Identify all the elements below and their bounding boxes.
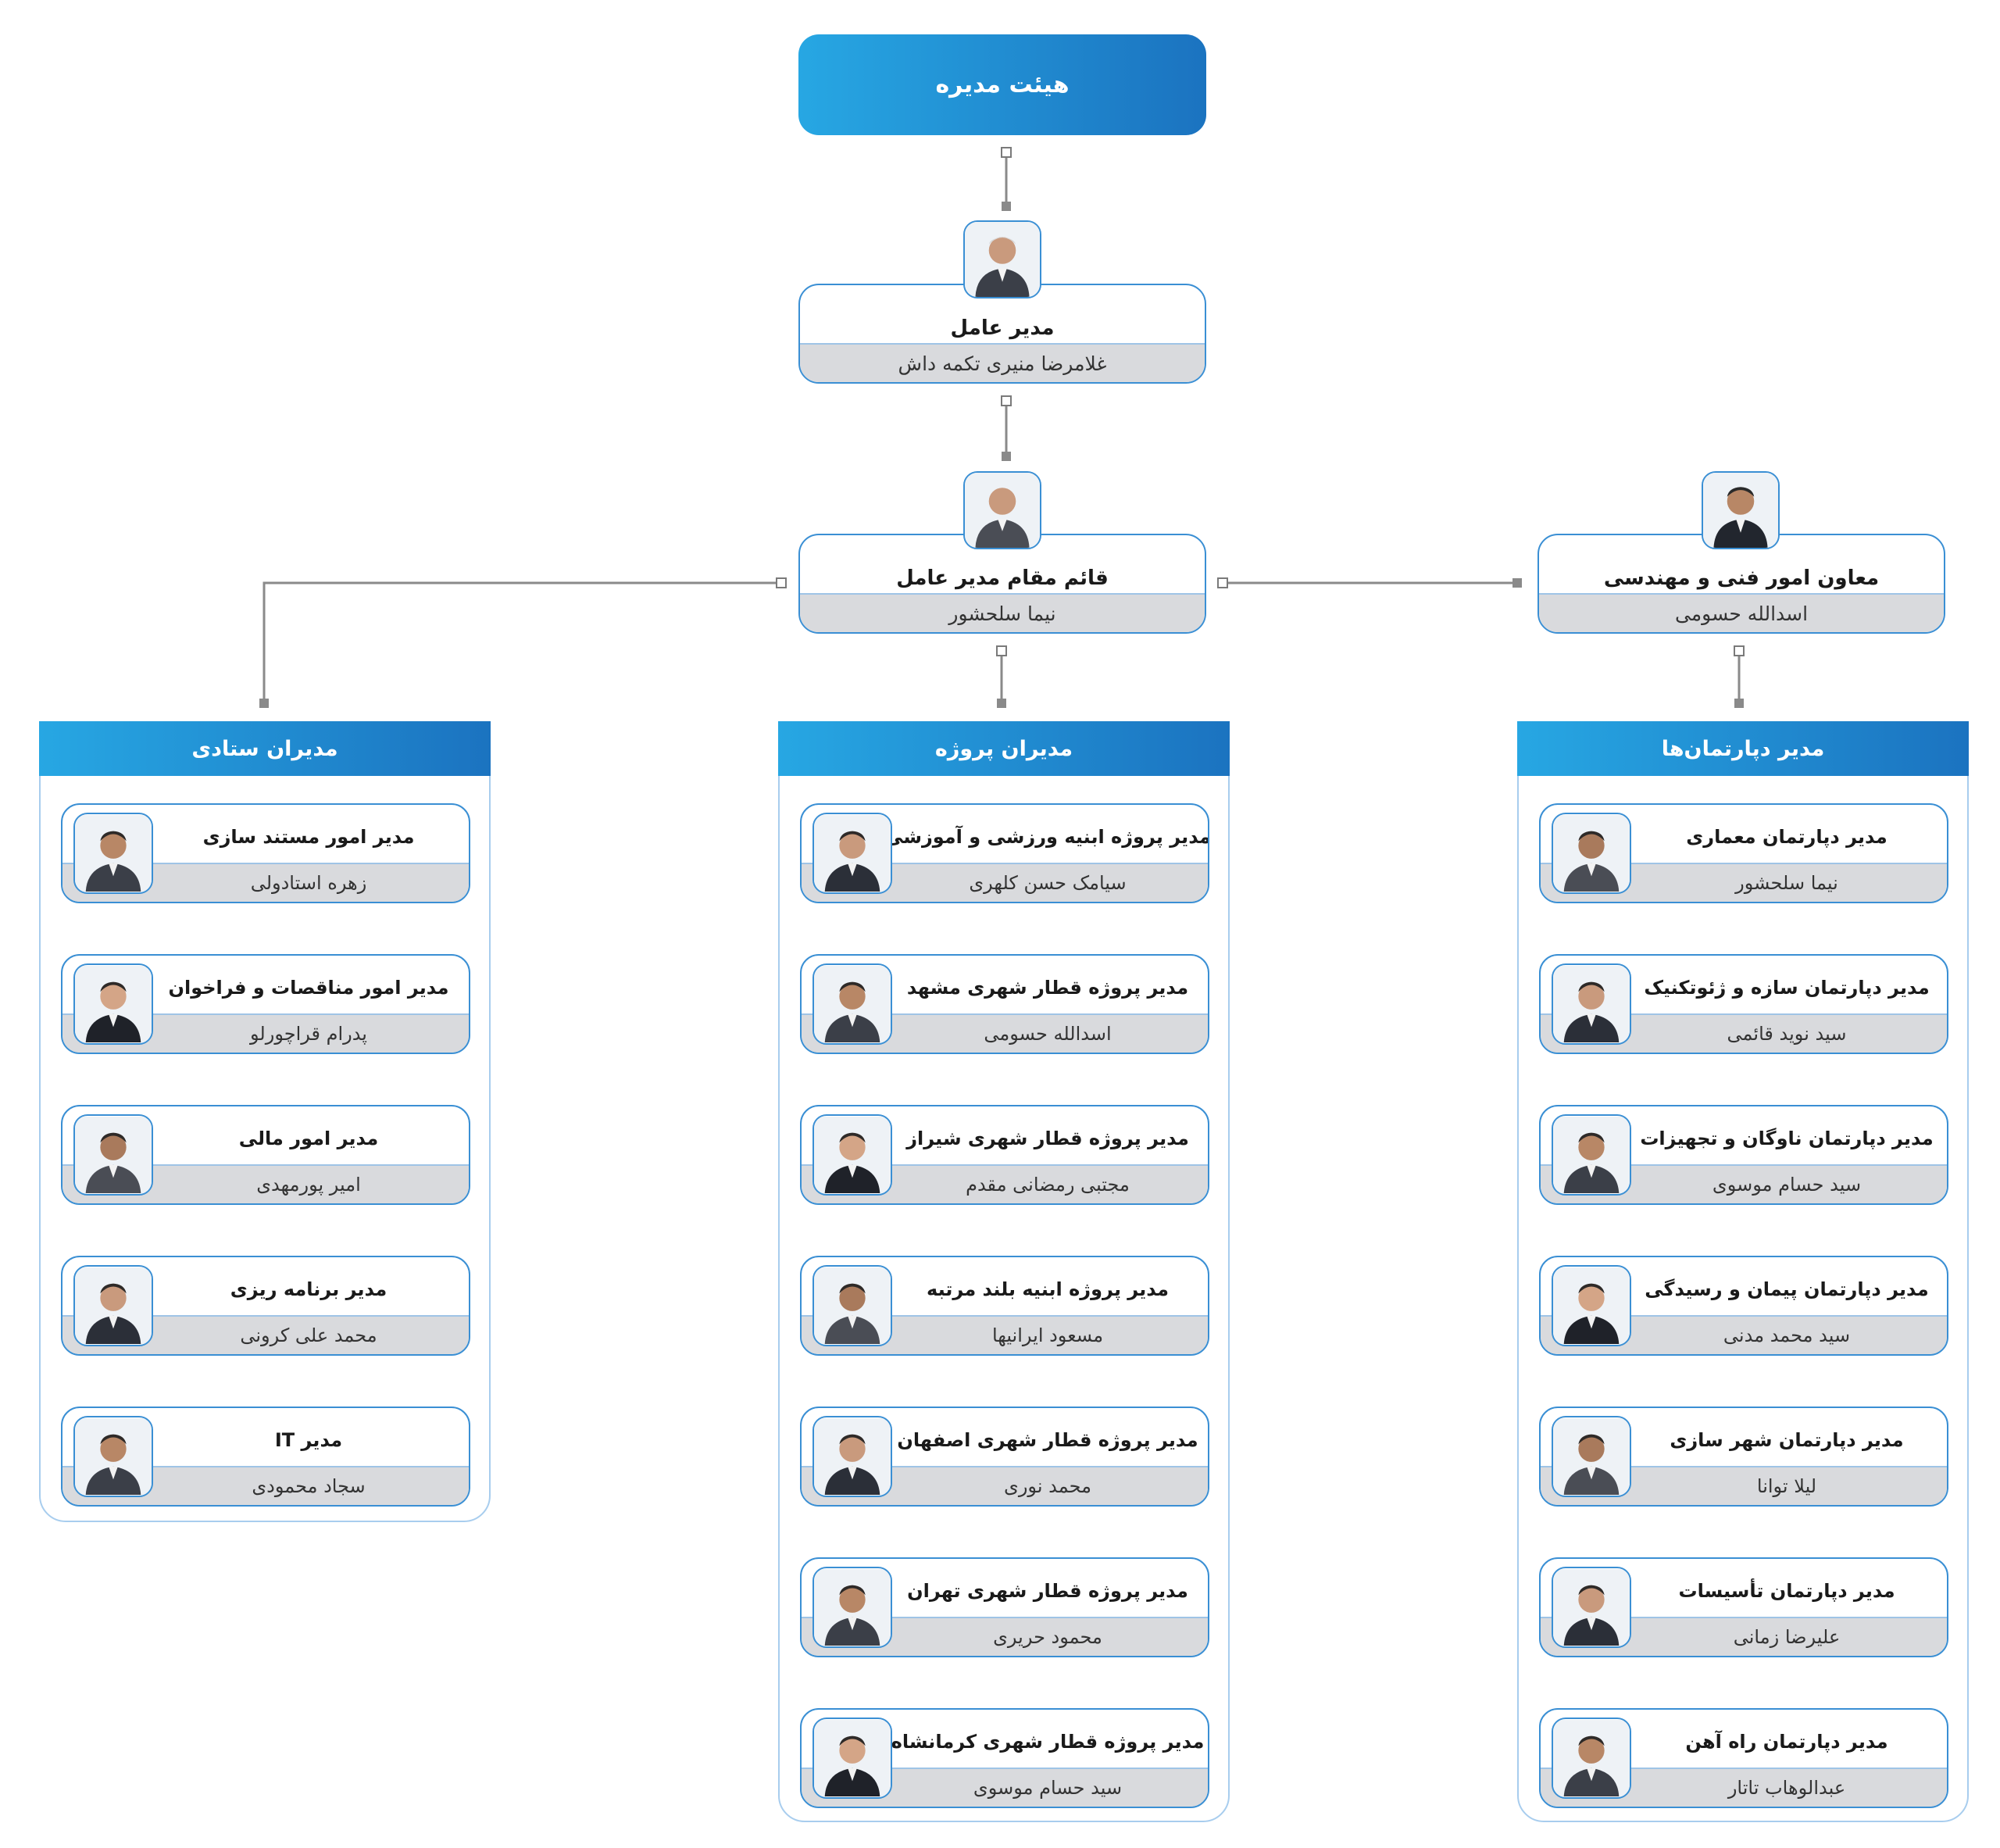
member-title: مدیر دپارتمان سازه و ژئوتکنیک [1644,977,1930,999]
person-photo-icon [73,813,153,894]
member-title: مدیر پروژه ابنیه بلند مرتبه [927,1278,1169,1300]
technical-name: اسدالله حسومی [1539,593,1944,632]
member-title: مدیر دپارتمان تأسیسات [1678,1580,1895,1602]
person-photo-icon [73,1114,153,1196]
deputy-name: نیما سلحشور [800,593,1205,632]
member-title: مدیر دپارتمان شهر سازی [1670,1429,1904,1451]
board-of-directors-box: هیئت مدیره [798,34,1206,135]
member-title: مدیر برنامه ریزی [230,1278,388,1300]
deputy-title: قائم مقام مدیر عامل [896,567,1109,590]
member-title: مدیر پروژه قطار شهری کرمانشاه [891,1731,1205,1753]
member-title: مدیر پروژه قطار شهری تهران [907,1580,1188,1602]
group-title-projects: مدیران پروژه [778,721,1230,776]
person-photo-icon [1552,1718,1631,1799]
member-title: مدیر امور مالی [238,1128,379,1149]
ceo-name: غلامرضا منیری تکمه داش [800,343,1205,382]
member-title: مدیر دپارتمان معماری [1686,826,1888,848]
group-title-departments: مدیر دپارتمان‌ها [1517,721,1969,776]
member-name: محمد علی کرونی [62,1315,469,1354]
technical-title: معاون امور فنی و مهندسی [1603,567,1880,590]
person-photo-icon [1552,1265,1631,1346]
person-photo-icon [1552,1114,1631,1196]
group-title-staff: مدیران ستادی [39,721,491,776]
person-photo-icon [812,1265,892,1346]
group-panel-projects: مدیران پروژه مدیر پروژه ابنیه ورزشی و آم… [778,721,1230,1822]
person-photo-icon [1552,1567,1631,1648]
person-photo-icon [73,1416,153,1497]
member-title: مدیر دپارتمان پیمان و رسیدگی [1645,1278,1929,1300]
deputy-ceo-card: قائم مقام مدیر عامل نیما سلحشور [798,534,1206,634]
person-photo-icon [1702,471,1780,549]
member-title: مدیر پروژه ابنیه ورزشی و آموزشی [884,826,1209,848]
member-card: مدیر برنامه ریزی محمد علی کرونی [61,1256,470,1356]
person-photo-icon [1552,963,1631,1045]
person-photo-icon [963,471,1041,549]
person-photo-icon [812,1416,892,1497]
person-photo-icon [812,1114,892,1196]
board-label: هیئت مدیره [935,71,1070,98]
ceo-title: مدیر عامل [950,316,1055,340]
member-title: مدیر دپارتمان راه آهن [1685,1731,1888,1753]
member-title: مدیر امور مناقصات و فراخوان [168,977,449,999]
member-title: مدیر پروژه قطار شهری اصفهان [897,1429,1198,1451]
person-photo-icon [73,963,153,1045]
person-photo-icon [963,220,1041,298]
member-title: مدیر امور مستند سازی [202,826,415,848]
member-title: مدیر دپارتمان ناوگان و تجهیزات [1640,1128,1934,1149]
member-title: مدیر پروژه قطار شهری مشهد [906,977,1189,999]
member-title: مدیر پروژه قطار شهری شیراز [906,1128,1189,1149]
person-photo-icon [1552,813,1631,894]
person-photo-icon [812,963,892,1045]
ceo-card: مدیر عامل غلامرضا منیری تکمه داش [798,284,1206,384]
person-photo-icon [812,813,892,894]
person-photo-icon [73,1265,153,1346]
person-photo-icon [1552,1416,1631,1497]
member-title: مدیر IT [274,1429,343,1451]
person-photo-icon [812,1567,892,1648]
technical-deputy-card: معاون امور فنی و مهندسی اسدالله حسومی [1538,534,1945,634]
person-photo-icon [812,1718,892,1799]
